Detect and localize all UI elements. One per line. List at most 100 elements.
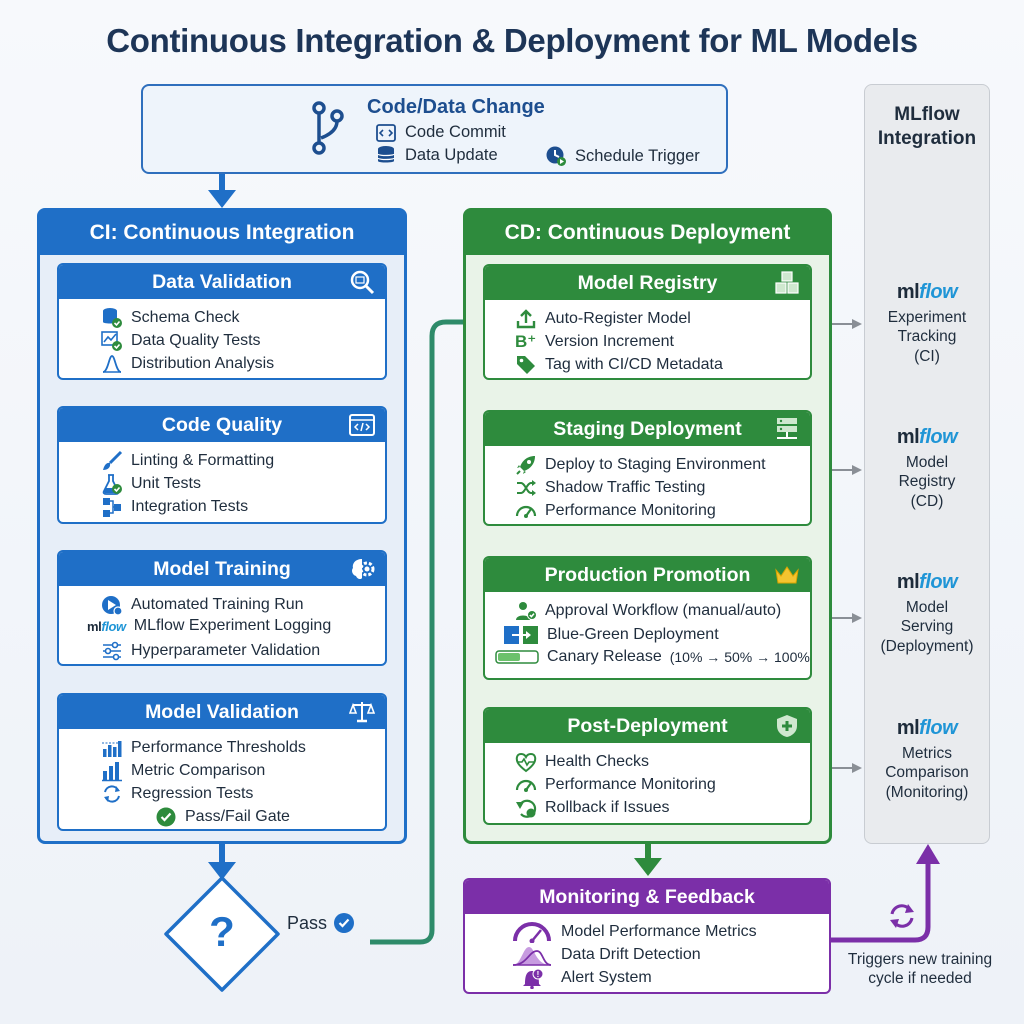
- refresh-icon: [890, 904, 914, 928]
- play-gear-icon: [102, 596, 123, 616]
- bell-curve-icon: [102, 355, 122, 373]
- retrain-note: Triggers new training cycle if needed: [847, 951, 993, 988]
- list-item: Performance Monitoring: [515, 774, 716, 796]
- git-branch-icon: [312, 101, 344, 155]
- bar-chart-compare-icon: [102, 762, 122, 782]
- ci-header: CI: Continuous Integration: [40, 211, 404, 255]
- list-item: Auto-Register Model: [515, 308, 691, 330]
- list-item: Distribution Analysis: [101, 353, 274, 375]
- list-item: mlflow MLflow Experiment Logging: [87, 617, 332, 634]
- trigger-box: Code/Data Change Code Commit Data Update…: [141, 84, 728, 174]
- trigger-item-code-commit: Code Commit: [375, 123, 506, 142]
- check-circle-icon: [156, 807, 176, 827]
- list-item: Schema Check: [101, 307, 240, 329]
- gate-question-mark: ?: [209, 908, 235, 955]
- heartbeat-icon: [515, 753, 537, 773]
- trigger-item-schedule: Schedule Trigger: [545, 145, 700, 167]
- speedometer-icon: [513, 922, 551, 943]
- tag-icon: [517, 356, 535, 374]
- mlflow-logo-icon: mlflow: [896, 717, 958, 739]
- drift-chart-icon: [512, 947, 552, 966]
- cycle-icon: [104, 785, 120, 803]
- card-title: Post-Deployment: [485, 709, 810, 743]
- scales-icon: [349, 702, 375, 723]
- card-title: Data Validation: [59, 265, 385, 299]
- card-title: Staging Deployment: [485, 412, 810, 446]
- trigger-title: Code/Data Change: [367, 96, 545, 118]
- arrow-cd-to-monitoring: [634, 844, 662, 876]
- shuffle-icon: [517, 480, 536, 496]
- card-model-training: Model Training Automated Training Run ml…: [57, 550, 387, 666]
- rocket-icon: [516, 456, 535, 475]
- list-item: Health Checks: [515, 751, 649, 773]
- svg-text:!: !: [537, 970, 540, 979]
- mlflow-panel-title: MLflow Integration: [877, 104, 977, 149]
- trigger-item-data-update: Data Update: [375, 145, 498, 165]
- card-title: Production Promotion: [485, 558, 810, 592]
- card-post-deployment: Post-Deployment Health Checks Performanc…: [483, 707, 812, 825]
- list-item: Hyperparameter Validation: [101, 640, 320, 662]
- list-item: B⁺ Version Increment: [515, 332, 674, 351]
- card-title: Model Training: [59, 552, 385, 586]
- cd-header: CD: Continuous Deployment: [466, 211, 829, 255]
- mlflow-logo-icon: mlflow: [87, 618, 126, 634]
- mlflow-logo-icon: mlflow: [896, 571, 958, 593]
- list-item: Shadow Traffic Testing: [515, 477, 705, 499]
- list-item: ! Alert System: [511, 967, 652, 989]
- arrow-feedback-loop: [831, 844, 940, 943]
- database-icon: [377, 146, 395, 163]
- list-item: Tag with CI/CD Metadata: [515, 354, 723, 376]
- integration-icon: [103, 498, 121, 517]
- card-title: Code Quality: [59, 408, 385, 442]
- list-item: Metric Comparison: [101, 760, 265, 782]
- check-circle-icon: [334, 913, 355, 933]
- card-title: Monitoring & Feedback: [465, 880, 829, 914]
- version-plus-icon: B⁺: [515, 332, 537, 351]
- alert-bell-icon: !: [523, 968, 544, 989]
- code-window-icon: [349, 414, 375, 436]
- rollback-icon: [516, 799, 537, 818]
- shield-plus-icon: [777, 715, 797, 737]
- pass-fail-gate: Pass/Fail Gate: [155, 806, 290, 828]
- canary-progress-icon: [495, 650, 539, 664]
- bar-chart-icon: [102, 741, 122, 757]
- boxes-icon: [775, 271, 799, 294]
- chart-check-icon: [101, 331, 122, 351]
- card-model-registry: Model Registry Auto-Register Model B⁺ Ve…: [483, 264, 812, 380]
- brush-icon: [103, 450, 123, 470]
- list-item: Rollback if Issues: [515, 797, 670, 819]
- card-data-validation: Data Validation Schema Check Data Qualit…: [57, 263, 387, 380]
- list-item: Deploy to Staging Environment: [515, 454, 766, 476]
- list-item: Model Performance Metrics: [511, 921, 757, 943]
- list-item: Approval Workflow (manual/auto): [515, 600, 781, 622]
- card-title: Model Validation: [59, 695, 385, 729]
- user-check-icon: [516, 602, 537, 620]
- arrow-trigger-to-ci: [208, 174, 236, 208]
- flask-icon: [102, 474, 122, 495]
- crown-icon: [775, 566, 799, 584]
- blue-green-switch-icon: [504, 626, 538, 644]
- upload-icon: [516, 309, 536, 329]
- card-title: Model Registry: [485, 266, 810, 300]
- list-item: Unit Tests: [101, 473, 201, 495]
- clock-icon: [546, 146, 566, 166]
- card-code-quality: Code Quality Linting & Formatting Unit T…: [57, 406, 387, 524]
- magnifier-icon: [350, 270, 375, 295]
- card-production-promotion: Production Promotion Approval Workflow (…: [483, 556, 812, 680]
- page-title: Continuous Integration & Deployment for …: [106, 22, 918, 59]
- database-check-icon: [103, 308, 122, 328]
- list-item: Regression Tests: [101, 783, 253, 805]
- pass-label: Pass: [287, 912, 355, 934]
- list-item: Performance Monitoring: [515, 500, 716, 522]
- list-item: Performance Thresholds: [101, 737, 306, 759]
- mlflow-logo-icon: mlflow: [896, 426, 958, 448]
- list-item: Linting & Formatting: [101, 450, 274, 472]
- decision-gate: [164, 876, 280, 992]
- card-monitoring-feedback: Monitoring & Feedback Model Performance …: [463, 878, 831, 994]
- list-item: Integration Tests: [101, 496, 248, 518]
